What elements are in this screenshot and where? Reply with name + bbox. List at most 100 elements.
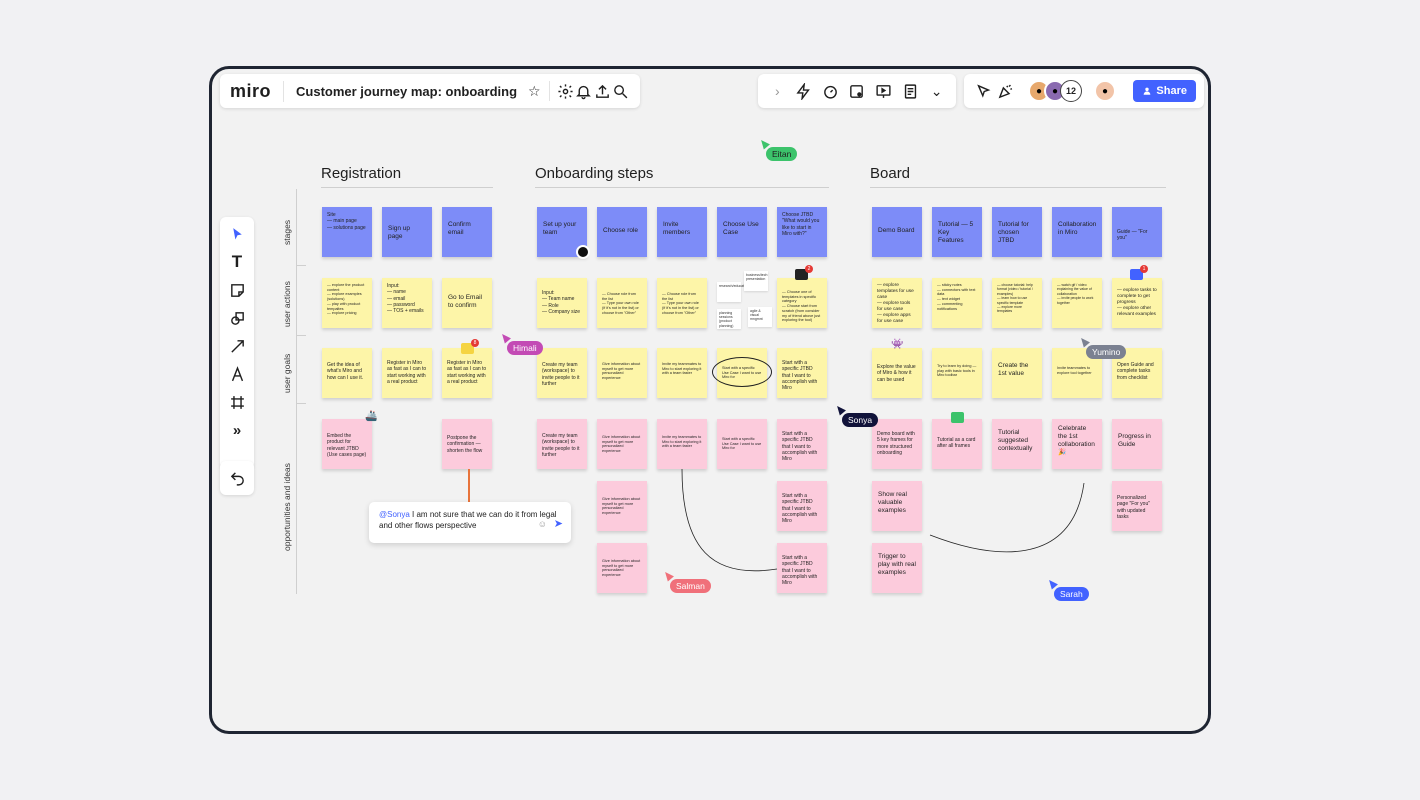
- cursor-follow-icon[interactable]: [972, 80, 994, 102]
- comment-icon[interactable]: [795, 269, 808, 280]
- sticky-note[interactable]: Explore the value of Miro & how it can b…: [872, 348, 922, 398]
- sticky-note[interactable]: Start with a specific JTBD that I want t…: [777, 481, 827, 531]
- board-canvas[interactable]: miro Customer journey map: onboarding ☆ …: [212, 69, 1208, 731]
- sticky-note[interactable]: Choose role: [597, 207, 647, 257]
- sticky-note[interactable]: Celebrate the 1st collaboration 🎉: [1052, 419, 1102, 469]
- chevron-right-icon[interactable]: ›: [774, 83, 780, 99]
- sticky-note[interactable]: Guide — "For you": [1112, 207, 1162, 257]
- bell-icon[interactable]: [575, 80, 593, 102]
- sticky-note[interactable]: Tutorial for chosen JTBD: [992, 207, 1042, 257]
- miro-logo[interactable]: miro: [230, 80, 285, 102]
- notes-icon[interactable]: [899, 80, 921, 102]
- sticky-note[interactable]: Register in Miro as fast as I can to sta…: [382, 348, 432, 398]
- sticky-note[interactable]: Input: — name — email — password — TOS +…: [382, 278, 432, 328]
- section-title-onboarding[interactable]: Onboarding steps: [535, 165, 654, 182]
- connector-arrow-icon[interactable]: [225, 335, 249, 357]
- sticky-note[interactable]: Create the 1st value: [992, 348, 1042, 398]
- sticky-note[interactable]: — explore tasks to complete to get progr…: [1112, 278, 1162, 328]
- mini-note[interactable]: planning sessions (product planning): [717, 309, 741, 329]
- shapes-icon[interactable]: [225, 307, 249, 329]
- sticky-note[interactable]: Go to Email to confirm: [442, 278, 492, 328]
- undo-button[interactable]: [220, 461, 254, 495]
- send-icon[interactable]: ➤: [553, 518, 563, 530]
- sticky-note[interactable]: Start with a specific JTBD that I want t…: [777, 348, 827, 398]
- more-chevron-down-icon[interactable]: ⌄: [930, 82, 943, 99]
- sticky-note[interactable]: Give information about myself to get mor…: [597, 481, 647, 531]
- mini-note[interactable]: business/tech presentation: [744, 271, 768, 291]
- sticky-note[interactable]: — Choose role from the list — Type your …: [597, 278, 647, 328]
- share-button[interactable]: Share: [1133, 80, 1196, 102]
- sticky-note[interactable]: Demo Board: [872, 207, 922, 257]
- sticky-note[interactable]: Try to learn by doing — play with basic …: [932, 348, 982, 398]
- sticky-note[interactable]: Site — main page — solutions page: [322, 207, 372, 257]
- sticky-note[interactable]: Give information about myself to get mor…: [597, 348, 647, 398]
- sticky-note[interactable]: — watch gif / video explaining the value…: [1052, 278, 1102, 328]
- celebrate-icon[interactable]: [994, 80, 1016, 102]
- sticky-note[interactable]: Show real valuable examples: [872, 481, 922, 531]
- collaborator-count-badge[interactable]: 12: [1060, 80, 1082, 102]
- comment-icon[interactable]: [951, 412, 964, 423]
- comment-mention[interactable]: @Sonya: [379, 510, 410, 519]
- sticky-note[interactable]: Start with a specific JTBD that I want t…: [777, 543, 827, 593]
- mini-note[interactable]: research/education: [717, 282, 749, 302]
- search-icon[interactable]: [612, 80, 630, 102]
- sticky-note[interactable]: Progress in Guide: [1112, 419, 1162, 469]
- pen-icon[interactable]: [225, 363, 249, 385]
- sticky-note[interactable]: Register in Miro as fast as I can to sta…: [442, 348, 492, 398]
- sticky-note[interactable]: Confirm email: [442, 207, 492, 257]
- sticky-note[interactable]: Give information about myself to get mor…: [597, 543, 647, 593]
- sticky-note[interactable]: Trigger to play with real examples: [872, 543, 922, 593]
- sticky-note[interactable]: Create my team (workspace) to invite peo…: [537, 348, 587, 398]
- sticky-note[interactable]: Give information about myself to get mor…: [597, 419, 647, 469]
- sticky-note[interactable]: Collaboration in Miro: [1052, 207, 1102, 257]
- sticky-note[interactable]: Choose Use Case: [717, 207, 767, 257]
- select-arrow-icon[interactable]: [225, 223, 249, 245]
- sticky-note[interactable]: Tutorial suggested contextually: [992, 419, 1042, 469]
- settings-gear-icon[interactable]: [556, 80, 574, 102]
- cursor-label: Sarah: [1054, 587, 1089, 601]
- lightning-icon[interactable]: [793, 80, 815, 102]
- sticky-note[interactable]: Start with a specific Use Case I want to…: [717, 419, 767, 469]
- sticky-note[interactable]: Demo board with 5 key frames for more st…: [872, 419, 922, 469]
- sticky-note[interactable]: Choose JTBD "What would you like to star…: [777, 207, 827, 257]
- sticky-note[interactable]: — Choose role from the list — Type your …: [657, 278, 707, 328]
- sticky-note[interactable]: Postpone the confirmation — shorten the …: [442, 419, 492, 469]
- mini-note[interactable]: agile & visual mngmnt: [748, 307, 772, 327]
- section-title-board[interactable]: Board: [870, 165, 911, 182]
- text-tool-icon[interactable]: T: [231, 252, 243, 271]
- sticky-note[interactable]: Personalized page "For you" with updated…: [1112, 481, 1162, 531]
- sticky-note[interactable]: Invite members: [657, 207, 707, 257]
- sticky-note[interactable]: — explore the product content — explore …: [322, 278, 372, 328]
- sticky-note[interactable]: Invite my teammates to Miro to start exp…: [657, 419, 707, 469]
- sticky-note[interactable]: Create my team (workspace) to invite peo…: [537, 419, 587, 469]
- sticky-note-icon[interactable]: [225, 279, 249, 301]
- more-tools-icon[interactable]: »: [232, 421, 242, 439]
- sticky-note[interactable]: Invite my teammates to Miro to start exp…: [657, 348, 707, 398]
- voting-icon[interactable]: [846, 80, 868, 102]
- sticky-note[interactable]: Open Guide and complete tasks from check…: [1112, 348, 1162, 398]
- sticky-note[interactable]: Sign up page: [382, 207, 432, 257]
- comment-icon[interactable]: [461, 343, 474, 354]
- current-user-avatar[interactable]: ●: [1094, 80, 1116, 102]
- frame-icon[interactable]: [225, 391, 249, 413]
- sticky-note[interactable]: Start with a specific JTBD that I want t…: [777, 419, 827, 469]
- presentation-icon[interactable]: [873, 80, 895, 102]
- sticky-note[interactable]: Input: — Team name — Role — Company size: [537, 278, 587, 328]
- sticky-note[interactable]: Embed the product for relevant JTBD (Use…: [322, 419, 372, 469]
- sticky-note[interactable]: — sticky notes — connectors with text da…: [932, 278, 982, 328]
- comment-icon[interactable]: [1130, 269, 1143, 280]
- sticky-note[interactable]: — choose tutorial: help format (video / …: [992, 278, 1042, 328]
- sticky-note[interactable]: — explore templates for use case — explo…: [872, 278, 922, 328]
- emoji-icon[interactable]: ☺: [537, 519, 547, 529]
- board-title[interactable]: Customer journey map: onboarding: [296, 83, 518, 99]
- comment-input-box[interactable]: @Sonya I am not sure that we can do it f…: [369, 502, 571, 543]
- star-icon[interactable]: ☆: [527, 82, 541, 99]
- export-upload-icon[interactable]: [593, 80, 611, 102]
- timer-icon[interactable]: [819, 80, 841, 102]
- sticky-note[interactable]: Tutorial as a card after all frames: [932, 419, 982, 469]
- cursor-label: Himali: [507, 341, 543, 355]
- sticky-note[interactable]: — Choose one of templates in specific ca…: [777, 278, 827, 328]
- section-title-registration[interactable]: Registration: [321, 165, 402, 182]
- sticky-note[interactable]: Get the idea of what's Miro and how can …: [322, 348, 372, 398]
- sticky-note[interactable]: Tutorial — 5 Key Features: [932, 207, 982, 257]
